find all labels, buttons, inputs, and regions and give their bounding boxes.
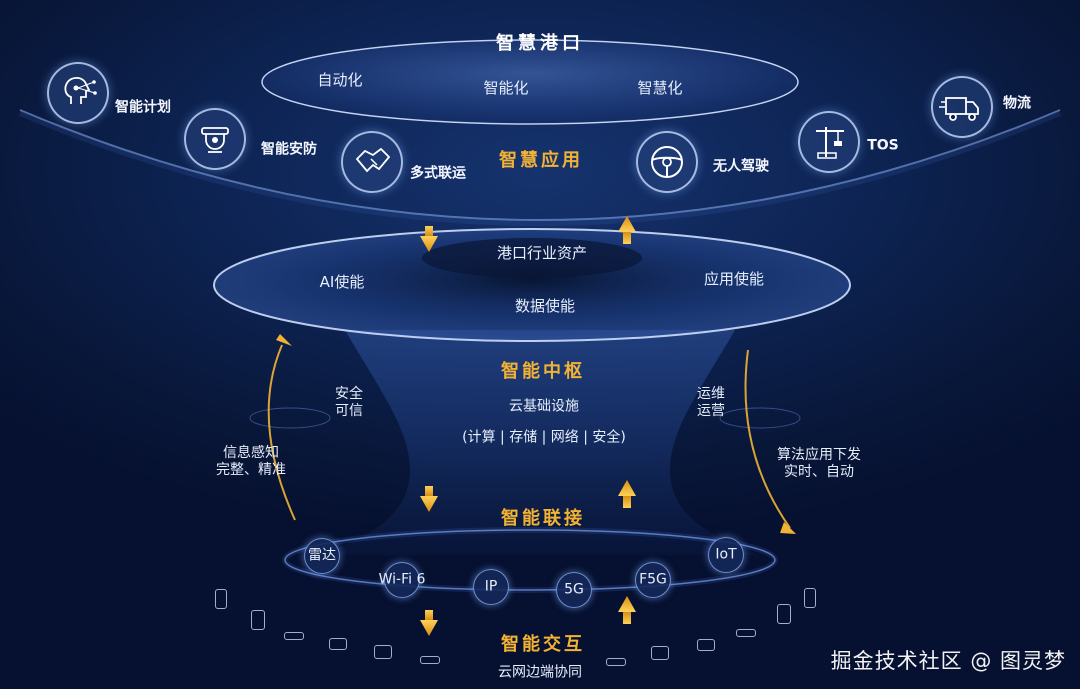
- app-label-logistics: 物流: [1003, 95, 1031, 112]
- connect-5g: 5G: [564, 581, 584, 598]
- connect-node: [304, 538, 340, 574]
- up-arrow-icon: [618, 216, 636, 244]
- connect-node: [635, 562, 671, 598]
- phone-icon: [215, 589, 227, 609]
- empower-center: 港口行业资产: [496, 244, 588, 262]
- head-network-icon: [47, 62, 109, 124]
- hub-title: 智能中枢: [501, 361, 585, 383]
- interact-title: 智能交互: [501, 634, 585, 656]
- steering-wheel-icon: [636, 131, 698, 193]
- security-camera-icon: [184, 108, 246, 170]
- curved-down-arrow-icon: [780, 522, 796, 534]
- phone-icon: [804, 588, 816, 608]
- connect-radar: 雷达: [308, 547, 336, 564]
- app-label-plan: 智能计划: [115, 99, 171, 116]
- empower-data: 数据使能: [514, 297, 576, 315]
- sensor-icon: [420, 656, 440, 664]
- down-arrow-icon: [420, 486, 438, 512]
- truck-icon: [931, 76, 993, 138]
- top-item-smart: 智慧化: [637, 79, 683, 97]
- up-arrow-icon: [618, 480, 636, 508]
- right-top-text: 运维 运营: [697, 386, 725, 419]
- hub-line2: (计算 | 存储 | 网络 | 安全): [462, 429, 626, 446]
- sensor-icon: [736, 629, 756, 637]
- connect-f5g: F5G: [639, 571, 667, 588]
- tablet-icon: [251, 610, 265, 630]
- left-bottom-text: 信息感知 完整、精准: [216, 445, 286, 478]
- up-arrow-icon: [618, 596, 636, 624]
- handshake-icon: [341, 131, 403, 193]
- app-label-tos: TOS: [867, 137, 899, 154]
- interact-subtitle: 云网边端协同: [498, 664, 582, 681]
- connect-title: 智能联接: [501, 508, 585, 530]
- crane-icon: [798, 111, 860, 173]
- connect-wifi6: Wi-Fi 6: [378, 571, 426, 588]
- connect-node: [384, 562, 420, 598]
- down-arrow-icon: [420, 610, 438, 636]
- empower-ai: AI使能: [319, 273, 365, 291]
- app-label-security: 智能安防: [261, 141, 317, 158]
- top-item-intelligent: 智能化: [483, 79, 529, 97]
- monitor-icon: [374, 645, 392, 659]
- connect-ip: IP: [484, 578, 498, 595]
- tablet-icon: [777, 604, 791, 624]
- app-label-autonomous: 无人驾驶: [713, 158, 769, 175]
- top-item-automation: 自动化: [317, 71, 363, 89]
- top-title: 智慧港口: [496, 33, 584, 55]
- sensor-icon: [284, 632, 304, 640]
- empower-app: 应用使能: [703, 270, 765, 288]
- app-label-multimodal: 多式联运: [410, 165, 466, 182]
- connect-node: [473, 569, 509, 605]
- camera-icon: [697, 639, 715, 651]
- curved-up-arrow-icon: [276, 334, 292, 346]
- down-arrow-icon: [420, 226, 438, 252]
- hub-line1: 云基础设施: [509, 398, 579, 415]
- camera-icon: [329, 638, 347, 650]
- sensor-icon: [606, 658, 626, 666]
- monitor-icon: [651, 646, 669, 660]
- connect-node: [556, 572, 592, 608]
- connect-node: [708, 537, 744, 573]
- connect-iot: IoT: [715, 546, 737, 563]
- apps-title: 智慧应用: [499, 150, 583, 172]
- left-top-text: 安全 可信: [335, 386, 363, 419]
- watermark: 掘金技术社区 @ 图灵梦: [830, 649, 1066, 673]
- right-bottom-text: 算法应用下发 实时、自动: [777, 447, 861, 480]
